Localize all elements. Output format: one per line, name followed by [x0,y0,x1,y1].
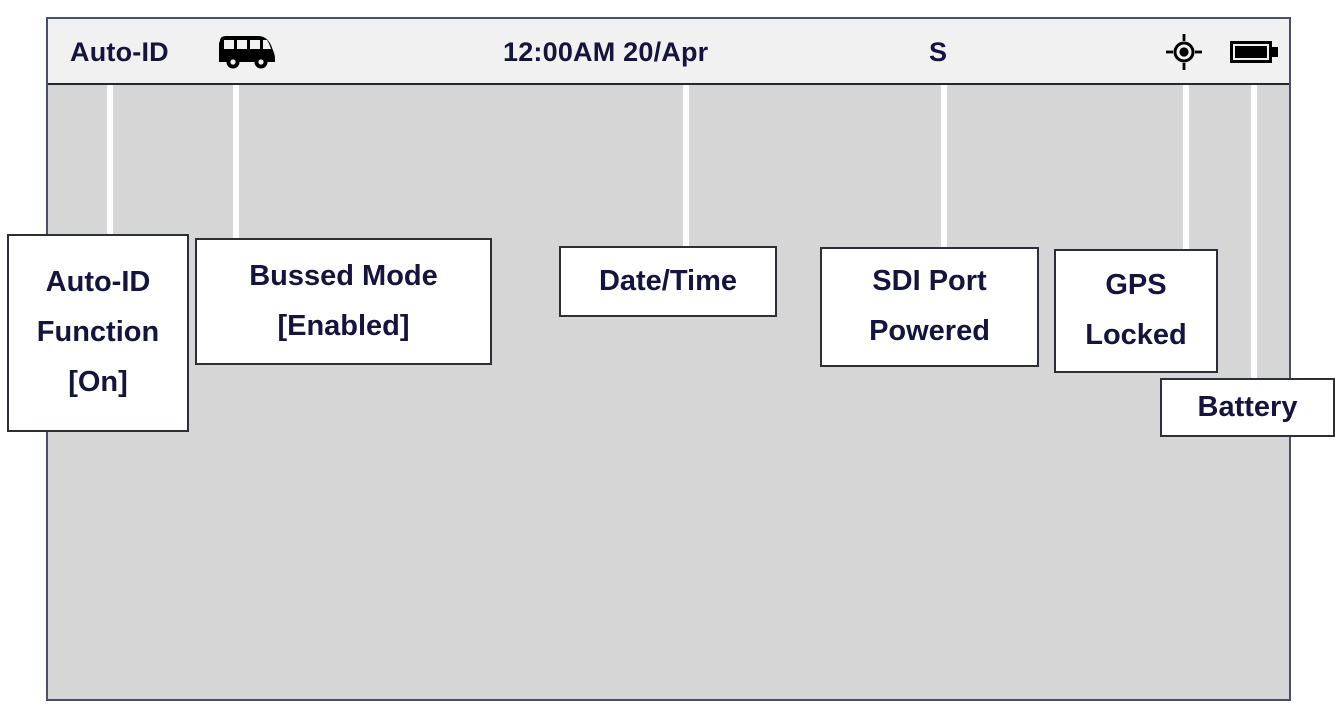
status-bar-auto-id-label: Auto-ID [70,36,169,67]
leader-line-auto-id [107,85,113,237]
leader-line-battery [1251,85,1257,380]
callout-line: Battery [1197,390,1298,423]
callout-line: [Enabled] [277,309,410,342]
leader-line-bussed [233,85,239,241]
callout-line: Locked [1085,319,1187,351]
status-bar-sdi-indicator: S [929,36,948,67]
callout-line: SDI Port [872,265,987,298]
callout-sdi-port-powered: SDI Port Powered [820,247,1039,367]
bus-icon [218,19,276,85]
callout-line: Bussed Mode [249,259,438,292]
callout-line: Date/Time [598,264,738,297]
battery-full-icon [1229,19,1279,85]
callout-bussed-mode: Bussed Mode [Enabled] [195,238,492,365]
gps-locked-icon [1166,19,1202,85]
callout-line: Function [36,316,160,349]
callout-battery: Battery [1160,378,1335,437]
leader-line-gps [1183,85,1189,251]
callout-line: Powered [869,315,990,347]
leader-line-datetime [683,85,689,249]
leader-line-sdi [941,85,947,250]
callout-line: Auto-ID [45,266,151,299]
status-bar: Auto-ID 12:00AM 20/Apr S [48,19,1289,85]
callout-line: [On] [68,365,128,398]
status-bar-date-time: 12:00AM 20/Apr [503,36,709,67]
callout-date-time: Date/Time [559,246,777,317]
callout-line: GPS [1105,269,1167,302]
callout-auto-id-function: Auto-ID Function [On] [7,234,189,432]
callout-gps-locked: GPS Locked [1054,249,1218,373]
